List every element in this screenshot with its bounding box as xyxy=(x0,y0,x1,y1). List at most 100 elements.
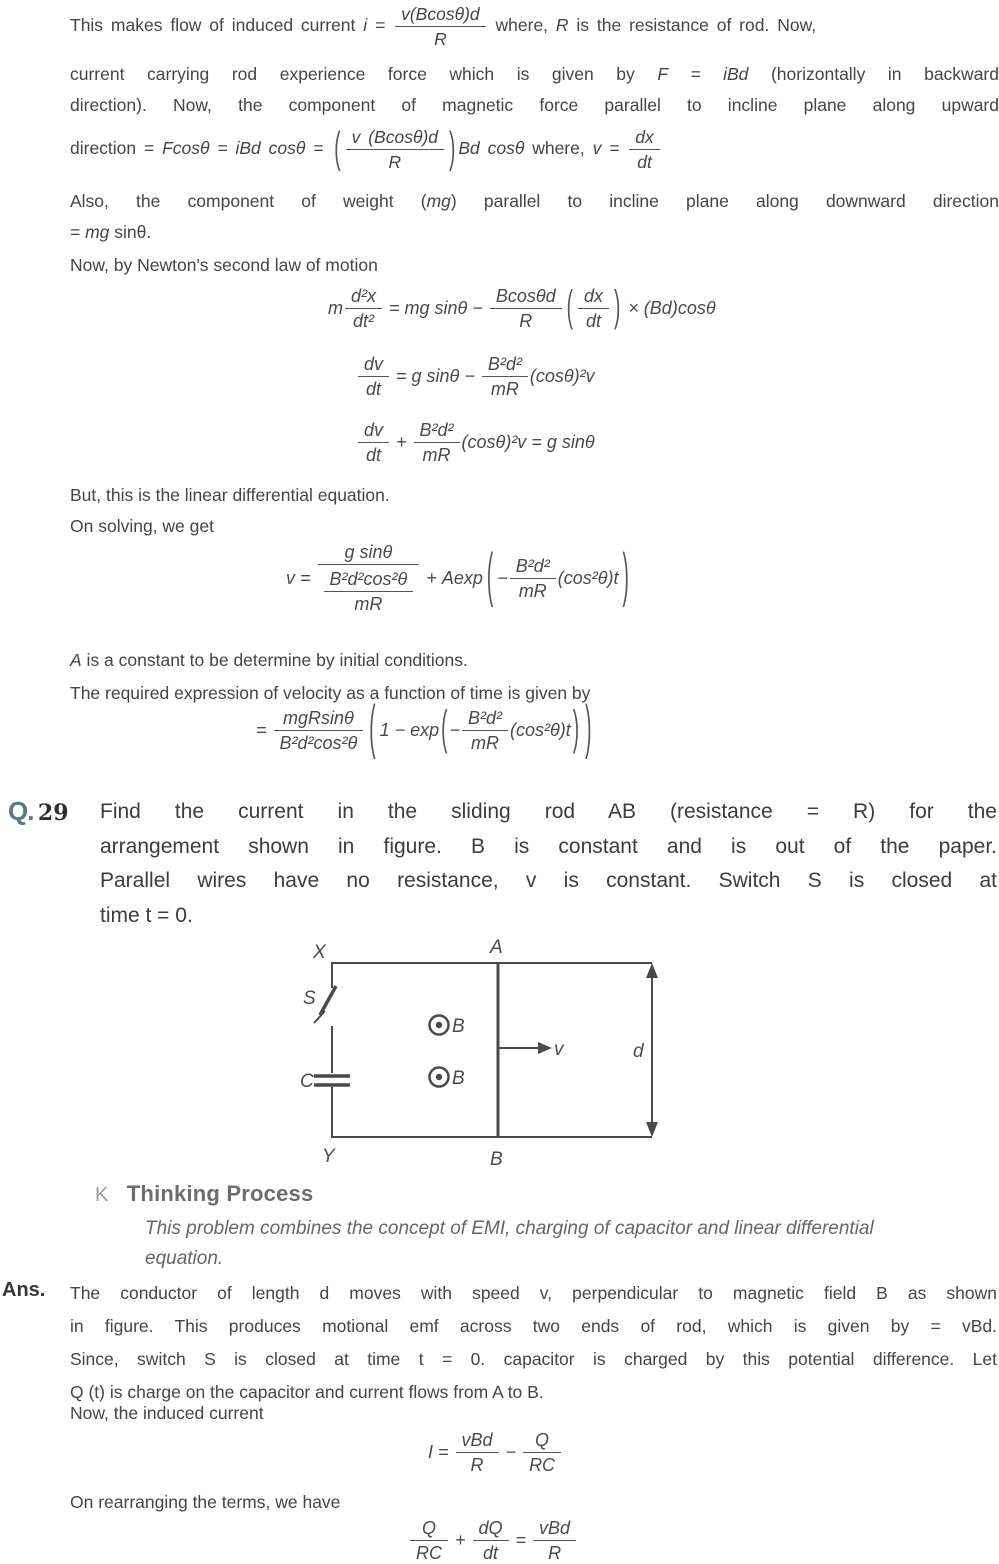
text-run: = xyxy=(70,222,86,242)
eq-term: = xyxy=(256,720,272,740)
numerator: dx xyxy=(635,127,654,147)
question-text: Find the current in the sliding rod AB (… xyxy=(100,795,997,933)
eq-term: (cosθ)²v xyxy=(529,366,595,386)
numerator: dx xyxy=(583,286,603,306)
text-run: is the resistance of rod. Now, xyxy=(568,15,817,36)
d-arrowhead-bottom-icon xyxy=(646,1122,658,1137)
math-run: i = xyxy=(363,15,394,36)
eq-term: 1 − exp xyxy=(379,720,440,740)
eq-operator: − xyxy=(449,720,461,740)
numerator: v (Bcosθ)d xyxy=(351,127,439,147)
numerator: Bcosθd xyxy=(495,286,556,306)
thinking-process-text: This problem combines the concept of EMI… xyxy=(145,1214,955,1274)
denominator: RC xyxy=(523,1452,562,1477)
math-run: Bd cosθ xyxy=(458,138,525,159)
rearranging-line: On rearranging the terms, we have xyxy=(70,1492,341,1512)
denominator: dt xyxy=(629,149,660,174)
text-run: Also, the component of weight ( xyxy=(70,191,427,211)
text-line: arrangement shown in figure. B is consta… xyxy=(100,834,997,858)
numerator: B²d² xyxy=(487,354,522,374)
text-line: equation. xyxy=(145,1248,224,1269)
linear-de-line: But, this is the linear differential equ… xyxy=(70,485,390,505)
field-dot-icon xyxy=(435,1021,443,1029)
eq-term: I = xyxy=(428,1442,454,1462)
eq-term: = g sinθ − xyxy=(391,366,480,386)
newton-intro-line: Now, by Newton's second law of motion xyxy=(70,255,378,275)
numerator: dQ xyxy=(478,1518,503,1538)
figure-label-c: C xyxy=(300,1071,314,1092)
eq-operator: + xyxy=(450,1530,471,1550)
question-q-label: Q. xyxy=(8,796,34,826)
text-line: in figure. This produces motional emf ac… xyxy=(70,1316,997,1336)
text-line: Find the current in the sliding rod AB (… xyxy=(100,800,997,823)
eq-operator: − xyxy=(497,568,508,588)
answer-label: Ans. xyxy=(2,1279,46,1301)
eq-operator: + xyxy=(421,568,442,588)
constant-line: A is a constant to be determine by initi… xyxy=(70,645,468,676)
switch-contact-icon xyxy=(313,1010,326,1024)
numerator: B²d²cos²θ xyxy=(329,569,408,589)
figure-label-s: S xyxy=(303,988,316,1009)
thinking-header: K Thinking Process xyxy=(95,1181,955,1207)
numerator: B²d² xyxy=(515,556,550,576)
required-expression-line: The required expression of velocity as a… xyxy=(70,683,591,703)
eq-term: (cosθ)²v = g sinθ xyxy=(461,432,595,452)
figure-label-b-field: B xyxy=(452,1068,465,1089)
text-run: where, xyxy=(524,138,593,159)
eq-term: v = xyxy=(286,568,316,588)
denominator: R xyxy=(533,1540,577,1564)
left-paren: ( xyxy=(441,703,448,756)
question-label-block: Q. 29 xyxy=(8,795,100,933)
field-out-of-page-icon xyxy=(428,1014,450,1036)
right-paren: ) xyxy=(572,703,580,756)
denominator: mR xyxy=(481,376,528,401)
figure-label-b-field: B xyxy=(452,1016,465,1037)
denominator: dt² xyxy=(345,308,383,333)
numerator: v(Bcosθ)d xyxy=(401,4,480,24)
denominator: mR xyxy=(509,578,556,603)
left-paren: ( xyxy=(566,283,573,332)
text-line: Also, the component of weight (mg) paral… xyxy=(70,186,999,217)
denominator: B²d²cos²θ xyxy=(273,730,364,755)
math-run: R xyxy=(555,15,569,36)
math-run: A xyxy=(70,650,82,670)
text-line: This problem combines the concept of EMI… xyxy=(145,1218,874,1239)
figure-label-x: X xyxy=(312,942,327,963)
left-paren: ( xyxy=(334,125,341,174)
text-line: direction). Now, the component of magnet… xyxy=(70,95,999,115)
numerator: Q xyxy=(421,1518,436,1538)
figure-label-y: Y xyxy=(322,1146,336,1167)
text-run: ) parallel to incline plane along downwa… xyxy=(450,191,999,211)
numerator: dv xyxy=(364,420,384,440)
math-run: mg xyxy=(426,191,451,211)
denominator: dt xyxy=(358,376,390,401)
eq-operator: + xyxy=(391,432,412,452)
eq-term: m xyxy=(328,298,343,318)
d-arrowhead-top-icon xyxy=(646,963,658,978)
question-29: Q. 29 Find the current in the sliding ro… xyxy=(8,795,997,933)
text-line: time t = 0. xyxy=(100,903,193,927)
weight-paragraph: Also, the component of weight (mg) paral… xyxy=(70,186,999,248)
math-run: mg xyxy=(85,222,110,242)
field-out-of-page-icon xyxy=(428,1066,450,1088)
numerator: d²x xyxy=(351,286,377,306)
text-line: This makes flow of induced current i = v… xyxy=(70,2,999,51)
figure-label-d: d xyxy=(633,1041,645,1062)
